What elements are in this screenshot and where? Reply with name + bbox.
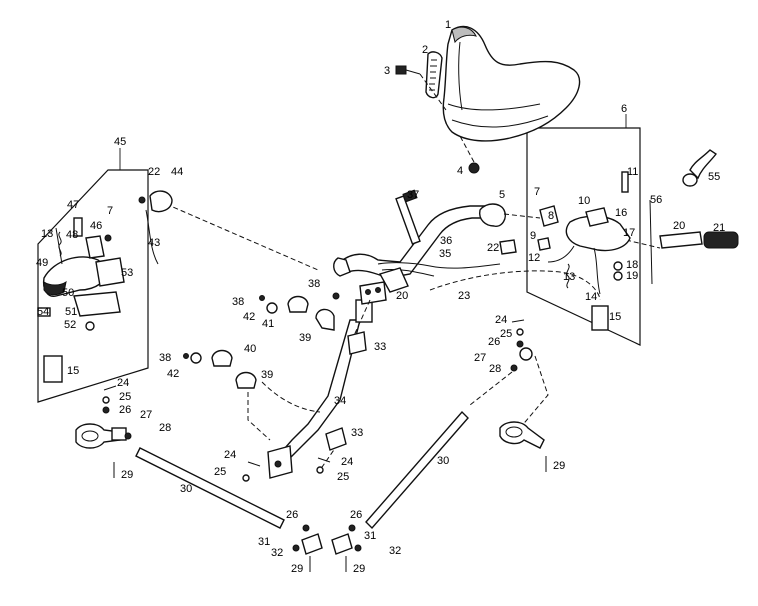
callout-38-mid: 38 xyxy=(232,296,244,308)
callout-24-left: 24 xyxy=(117,377,129,389)
callout-5: 5 xyxy=(499,189,505,201)
routing-lines xyxy=(165,203,661,471)
fasteners xyxy=(102,319,547,572)
callout-13-right: 13 xyxy=(563,271,575,283)
seat-assembly xyxy=(395,25,581,174)
callout-22-right: 22 xyxy=(487,242,499,254)
callout-12: 12 xyxy=(528,252,540,264)
callout-26-right-top: 26 xyxy=(488,336,500,348)
callout-32-right: 32 xyxy=(389,545,401,557)
callout-22-left: 22 xyxy=(148,166,160,178)
callout-25-mid-left: 25 xyxy=(214,466,226,478)
callout-28-right: 28 xyxy=(489,363,501,375)
throttle-parts xyxy=(649,149,739,285)
callout-39-bottom: 39 xyxy=(261,369,273,381)
tie-rods xyxy=(135,410,469,530)
callout-26-bottom-left: 26 xyxy=(286,509,298,521)
callout-49: 49 xyxy=(36,257,48,269)
callout-29-right: 29 xyxy=(553,460,565,472)
callout-20-handlebar: 20 xyxy=(396,290,408,302)
callout-17: 17 xyxy=(623,227,635,239)
callout-1: 1 xyxy=(445,19,451,31)
callout-6: 6 xyxy=(621,103,627,115)
callout-25-mid-right: 25 xyxy=(337,471,349,483)
callout-3: 3 xyxy=(384,65,390,77)
callout-51: 51 xyxy=(65,306,77,318)
callout-30-left: 30 xyxy=(180,483,192,495)
callout-31-left: 31 xyxy=(258,536,270,548)
callout-7-left: 7 xyxy=(107,205,113,217)
callout-50: 50 xyxy=(62,287,74,299)
callout-33-bottom: 33 xyxy=(351,427,363,439)
right-control-parts xyxy=(499,171,631,331)
callout-48: 48 xyxy=(66,229,78,241)
callout-45: 45 xyxy=(114,136,126,148)
callout-36: 36 xyxy=(440,235,452,247)
callout-42-top: 42 xyxy=(243,311,255,323)
callout-56: 56 xyxy=(650,194,662,206)
callout-18: 18 xyxy=(626,259,638,271)
handlebar-assembly xyxy=(333,189,506,293)
callout-35: 35 xyxy=(439,248,451,260)
callout-55: 55 xyxy=(708,171,720,183)
callout-24-right-top: 24 xyxy=(495,314,507,326)
callout-41: 41 xyxy=(262,318,274,330)
callout-24-mid-left: 24 xyxy=(224,449,236,461)
callout-39-top: 39 xyxy=(299,332,311,344)
callout-40: 40 xyxy=(244,343,256,355)
callout-10: 10 xyxy=(578,195,590,207)
callout-2: 2 xyxy=(422,44,428,56)
callout-27-left: 27 xyxy=(140,409,152,421)
callout-31-right: 31 xyxy=(364,530,376,542)
callout-24-mid-right: 24 xyxy=(341,456,353,468)
callout-20-throttle: 20 xyxy=(673,220,685,232)
callout-37: 37 xyxy=(407,189,419,201)
callout-46: 46 xyxy=(90,220,102,232)
callout-53: 53 xyxy=(121,267,133,279)
callout-11: 11 xyxy=(627,166,638,178)
callout-labels: 1 2 3 4 5 6 7 7 8 9 10 11 12 13 13 14 15… xyxy=(36,19,725,575)
steering-column xyxy=(267,281,387,479)
callout-25-right-top: 25 xyxy=(500,328,512,340)
callout-19: 19 xyxy=(626,270,638,282)
callout-47: 47 xyxy=(67,199,79,211)
callout-21: 21 xyxy=(713,222,725,234)
callout-44: 44 xyxy=(171,166,183,178)
callout-34: 34 xyxy=(334,395,346,407)
callout-9: 9 xyxy=(530,230,536,242)
left-control-parts xyxy=(37,190,173,383)
callout-38-top: 38 xyxy=(308,278,320,290)
callout-30-right: 30 xyxy=(437,455,449,467)
callout-16: 16 xyxy=(615,207,627,219)
callout-29-bottom-right: 29 xyxy=(353,563,365,575)
callout-29-bottom-left: 29 xyxy=(291,563,303,575)
callout-25-left: 25 xyxy=(119,391,131,403)
callout-26-left: 26 xyxy=(119,404,131,416)
callout-26-bottom-right: 26 xyxy=(350,509,362,521)
callout-4: 4 xyxy=(457,165,463,177)
callout-14: 14 xyxy=(585,291,597,303)
callout-7-right: 7 xyxy=(534,186,540,198)
callout-23: 23 xyxy=(458,290,470,302)
callout-15-left: 15 xyxy=(67,365,79,377)
callout-33-top: 33 xyxy=(374,341,386,353)
callout-27-right: 27 xyxy=(474,352,486,364)
callout-13-left: 13 xyxy=(41,228,53,240)
callout-15-right: 15 xyxy=(609,311,621,323)
callout-42-left: 42 xyxy=(167,368,179,380)
callout-54: 54 xyxy=(37,306,49,318)
callout-38-left: 38 xyxy=(159,352,171,364)
callout-28-left: 28 xyxy=(159,422,171,434)
lower-linkage xyxy=(75,347,545,555)
callout-52: 52 xyxy=(64,319,76,331)
callout-29-left: 29 xyxy=(121,469,133,481)
callout-8: 8 xyxy=(548,210,554,222)
callout-32-left: 32 xyxy=(271,547,283,559)
callout-43: 43 xyxy=(148,237,160,249)
brackets xyxy=(183,292,367,451)
